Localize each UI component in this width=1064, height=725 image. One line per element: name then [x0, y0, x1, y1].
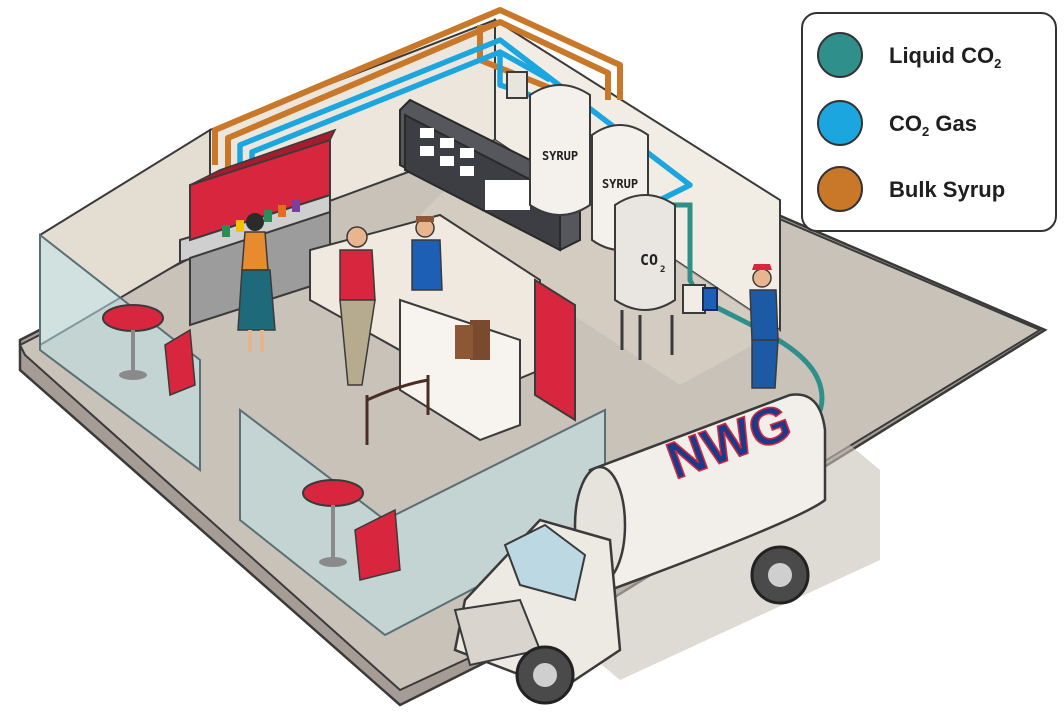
legend-label-co2-gas: CO2 Gas [889, 111, 977, 139]
legend-item-liquid-co2: Liquid CO2 [817, 32, 1047, 82]
legend-label-suffix: Gas [929, 111, 977, 136]
bulk-syrup-swatch [817, 166, 863, 212]
liquid-co2-swatch [817, 32, 863, 78]
legend-label-bulk-syrup: Bulk Syrup [889, 177, 1005, 205]
syrup-tank-1-label: SYRUP [542, 149, 578, 163]
co2-gas-swatch [817, 100, 863, 146]
syrup-tank-1: SYRUP [530, 85, 590, 215]
legend-label-text: Liquid CO [889, 43, 994, 68]
legend-label-text: Bulk Syrup [889, 177, 1005, 202]
legend-item-bulk-syrup: Bulk Syrup [817, 166, 1047, 216]
legend: Liquid CO2 CO2 Gas Bulk Syrup [801, 12, 1057, 232]
legend-label-subscript: 2 [994, 56, 1001, 71]
co2-tank-label: CO [640, 251, 658, 269]
syrup-tank-2-label: SYRUP [602, 177, 638, 191]
legend-item-co2-gas: CO2 Gas [817, 100, 1047, 150]
legend-label-liquid-co2: Liquid CO2 [889, 43, 1001, 71]
legend-label-text: CO [889, 111, 922, 136]
co2-tank-subscript: 2 [660, 265, 665, 275]
